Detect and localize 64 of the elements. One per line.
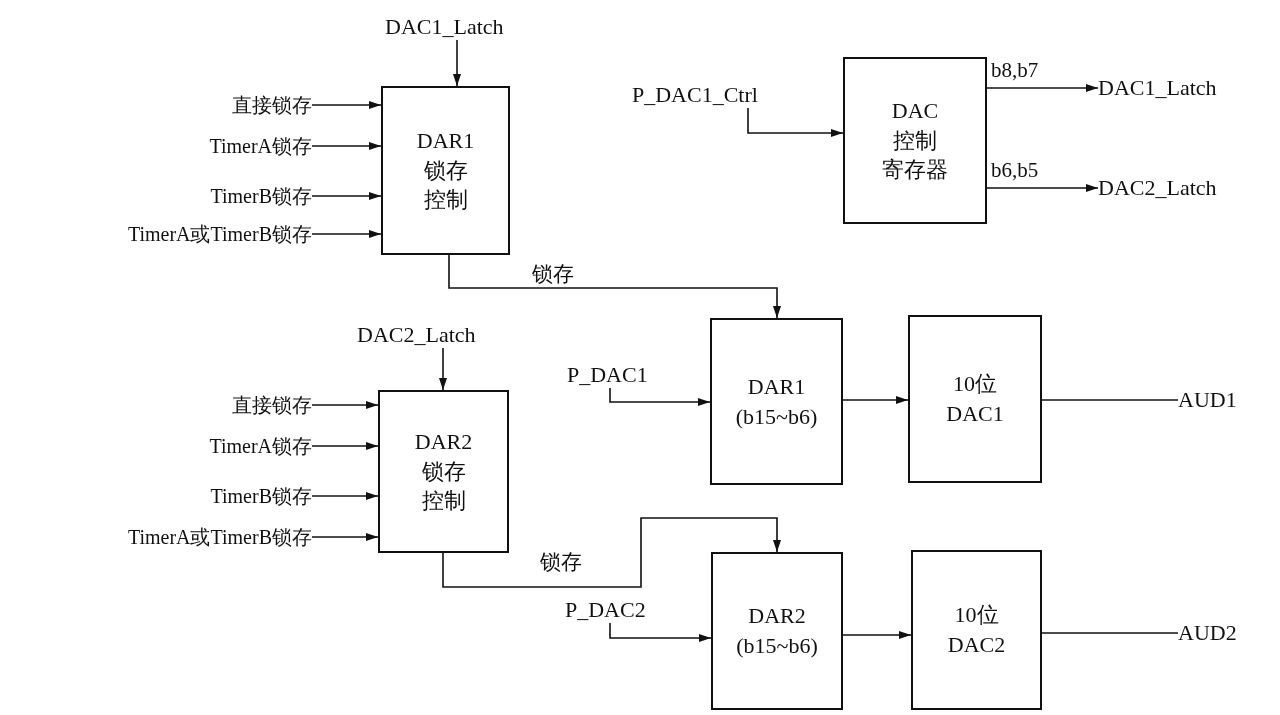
block-label: 10位 xyxy=(953,370,997,399)
block-box xyxy=(711,552,843,710)
block-label: DAR2 xyxy=(414,427,473,456)
signal-label: TimerA锁存 xyxy=(209,433,312,459)
signal-label: 直接锁存 xyxy=(232,392,312,418)
signal-label: TimerA锁存 xyxy=(209,133,312,159)
block-label: (b15~b6) xyxy=(736,632,818,660)
block-label: 控制 xyxy=(423,186,468,215)
signal-label: AUD2 xyxy=(1178,620,1237,646)
edge-label: 锁存 xyxy=(530,262,576,286)
arrow xyxy=(311,142,382,150)
block-label: 锁存 xyxy=(421,457,466,486)
block-label: DAR1 xyxy=(747,372,806,401)
arrow xyxy=(311,230,382,238)
arrow xyxy=(311,192,382,200)
signal-label: TimerB锁存 xyxy=(210,483,312,509)
block-box xyxy=(843,57,987,224)
signal-label: DAC1_Latch xyxy=(1098,75,1217,101)
signal-label: TimerB锁存 xyxy=(210,183,312,209)
block-label: DAC1 xyxy=(946,400,1004,428)
arrow xyxy=(609,387,711,406)
arrow xyxy=(311,442,379,450)
signal-label: 直接锁存 xyxy=(232,92,312,118)
arrow xyxy=(747,107,844,137)
signal-line xyxy=(1041,399,1179,401)
edge-label: 锁存 xyxy=(538,550,584,574)
signal-label: P_DAC2 xyxy=(565,597,646,623)
signal-label: AUD1 xyxy=(1178,387,1237,413)
arrow xyxy=(609,622,712,642)
block-label: 控制 xyxy=(893,126,937,155)
block-box xyxy=(911,550,1042,710)
block-label: DAR1 xyxy=(416,126,475,155)
arrow xyxy=(842,631,912,639)
signal-line xyxy=(1041,632,1179,634)
arrow xyxy=(842,396,909,404)
arrow xyxy=(311,492,379,500)
block-label: 寄存器 xyxy=(882,156,948,185)
block-box xyxy=(378,390,509,553)
arrow xyxy=(448,254,781,319)
block-label: 锁存 xyxy=(423,156,468,185)
arrow xyxy=(442,517,781,588)
signal-label: DAC2_Latch xyxy=(1098,175,1217,201)
block-label: DAC2 xyxy=(947,631,1006,659)
arrow xyxy=(986,184,1099,192)
block-label: 10位 xyxy=(954,601,999,630)
signal-label: DAC1_Latch xyxy=(385,14,504,40)
arrow xyxy=(439,347,447,391)
block-label: DAC xyxy=(891,96,939,125)
arrow xyxy=(311,401,379,409)
block-label: (b15~b6) xyxy=(735,402,818,431)
block-label: DAR2 xyxy=(748,602,806,631)
signal-label: P_DAC1_Ctrl xyxy=(632,82,758,108)
arrow xyxy=(986,84,1099,92)
arrow xyxy=(311,101,382,109)
arrow xyxy=(311,533,379,541)
signal-label: TimerA或TimerB锁存 xyxy=(127,524,312,550)
signal-label: DAC2_Latch xyxy=(357,322,476,348)
block-box xyxy=(908,315,1042,483)
signal-label: P_DAC1 xyxy=(567,362,648,388)
block-box xyxy=(710,318,843,485)
arrow xyxy=(453,39,461,87)
block-label: 控制 xyxy=(421,487,466,516)
signal-label: TimerA或TimerB锁存 xyxy=(127,221,312,247)
block-box xyxy=(381,86,510,255)
